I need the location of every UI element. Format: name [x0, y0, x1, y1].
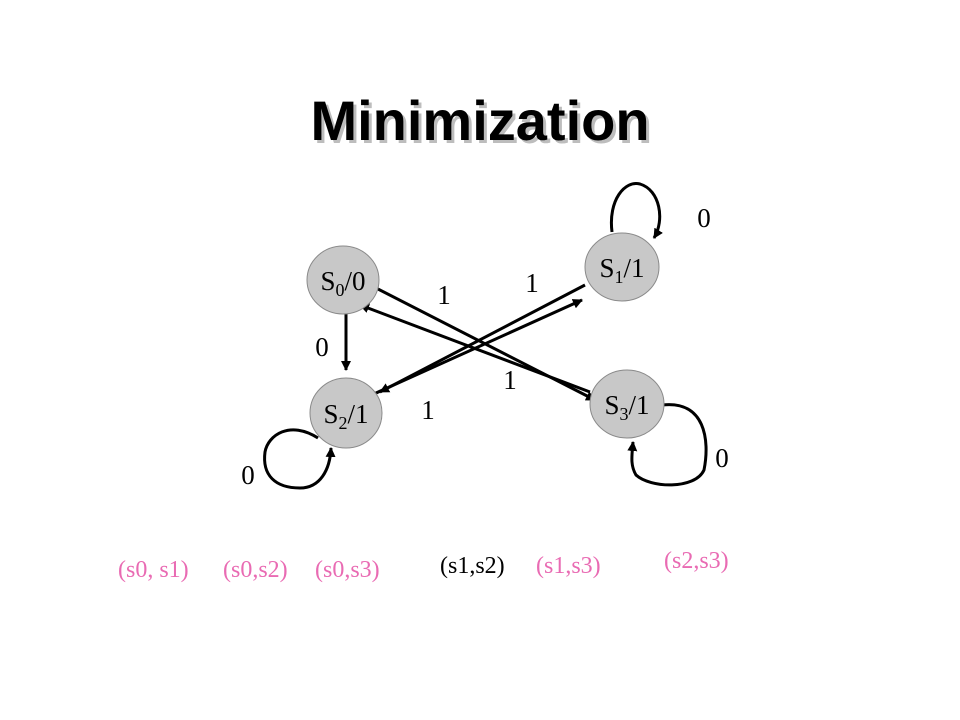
state-node	[589, 369, 665, 439]
state-s0: S0/0	[306, 245, 380, 315]
state-node	[306, 245, 380, 315]
self-loop-s1	[609, 182, 663, 239]
edge-s2-s1	[364, 298, 583, 400]
label-s0-s2: 0	[315, 332, 329, 362]
state-name: S	[320, 266, 335, 296]
label-s0-s3: 1	[437, 280, 451, 310]
pair-s0-s3: (s0,s3)	[315, 557, 380, 583]
transitions	[263, 182, 708, 490]
pair-s0-s2: (s0,s2)	[223, 557, 288, 583]
state-output: /1	[629, 390, 650, 420]
state-subscript: 1	[615, 267, 624, 287]
state-s2: S2/1	[309, 377, 383, 449]
label-s1-s1: 0	[697, 203, 711, 233]
slide-title: Minimization	[310, 89, 650, 152]
state-label: S2/1	[323, 399, 368, 433]
edge-labels: 0 1 0 1 0 1 0 1	[241, 203, 729, 490]
state-pairs: (s0, s1) (s0,s2) (s0,s3) (s1,s2) (s1,s3)…	[118, 548, 729, 583]
state-label: S3/1	[604, 390, 649, 424]
label-s2-s2: 0	[241, 460, 255, 490]
pair-s1-s2: (s1,s2)	[440, 553, 505, 579]
state-node	[584, 232, 660, 302]
state-name: S	[604, 390, 619, 420]
pair-s1-s3: (s1,s3)	[536, 553, 601, 579]
state-output: /0	[345, 266, 366, 296]
state-name: S	[323, 399, 338, 429]
label-s3-s3: 0	[715, 443, 729, 473]
state-node	[309, 377, 383, 449]
state-subscript: 3	[620, 404, 629, 424]
states: S0/0 S1/1 S2/1 S3/1	[306, 232, 665, 449]
pair-s0-s1: (s0, s1)	[118, 557, 189, 583]
state-label: S0/0	[320, 266, 365, 300]
pair-s2-s3: (s2,s3)	[664, 548, 729, 574]
label-s3-s0: 1	[503, 365, 517, 395]
label-s1-s2: 1	[525, 268, 539, 298]
state-name: S	[599, 253, 614, 283]
state-label: S1/1	[599, 253, 644, 287]
label-s2-s1: 1	[421, 395, 435, 425]
state-subscript: 2	[339, 413, 348, 433]
state-subscript: 0	[336, 280, 345, 300]
self-loop-s2	[263, 428, 336, 490]
state-s1: S1/1	[584, 232, 660, 302]
state-output: /1	[624, 253, 645, 283]
self-loop-s3	[627, 403, 708, 487]
state-output: /1	[348, 399, 369, 429]
state-s3: S3/1	[589, 369, 665, 439]
